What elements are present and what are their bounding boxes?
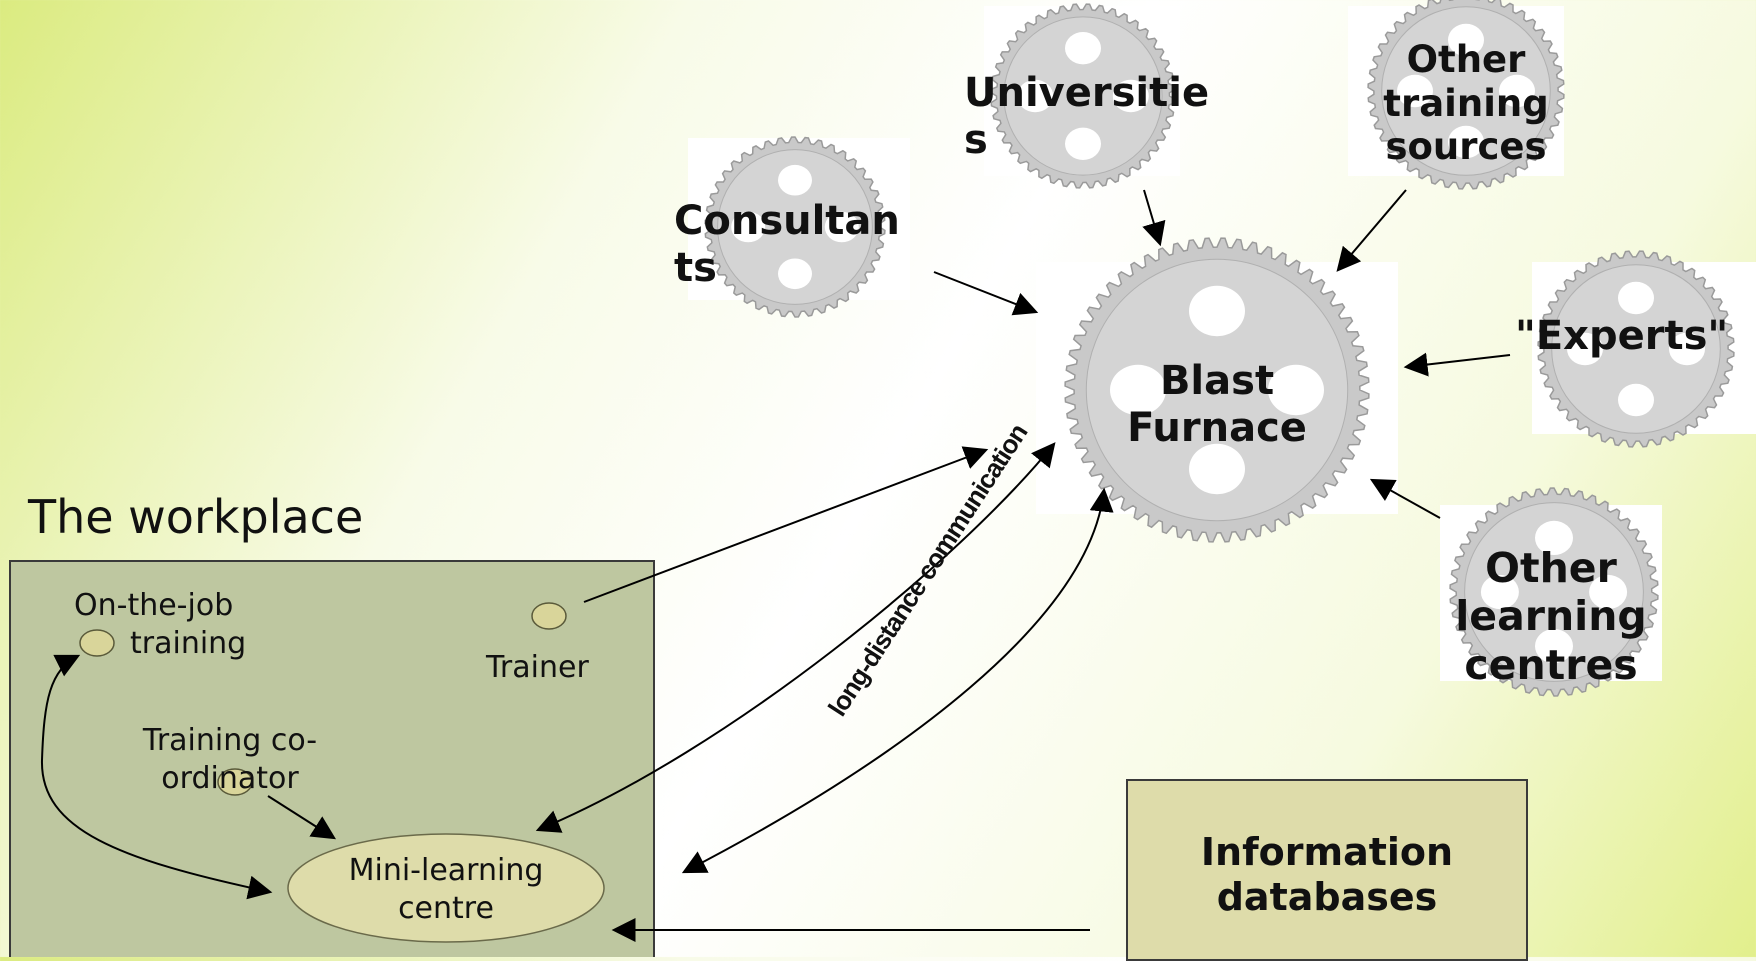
gear-hole	[1589, 574, 1628, 610]
gear-hole	[1189, 285, 1245, 337]
other-learning-centres-gear-icon	[1449, 487, 1659, 697]
gear-hole	[824, 211, 859, 243]
gear-hole	[1535, 629, 1573, 664]
universities-label: Universitie s	[964, 70, 1209, 164]
workplace-title: The workplace	[28, 490, 364, 544]
universities-line2: s	[964, 117, 988, 164]
other-training-line3: sources	[1385, 125, 1547, 169]
universities-line1: Universitie	[964, 70, 1210, 116]
consultants-line2: ts	[674, 245, 717, 292]
gear-hole	[1618, 383, 1654, 417]
on-the-job-label-line1: On-the-job	[74, 588, 234, 623]
gear-hole	[1535, 520, 1573, 555]
consultants-label: Consultan ts	[674, 198, 900, 292]
mini-centre-line1: Mini-learning	[348, 853, 544, 888]
blast-furnace-line2: Furnace	[1127, 405, 1307, 452]
gear-hole	[731, 211, 766, 243]
gear-face	[1551, 264, 1721, 434]
gear-hole	[1480, 574, 1519, 610]
gear-hole	[1112, 79, 1149, 113]
gear-hole	[1065, 32, 1101, 65]
mini-learning-centre-label: Mini-learning centre	[316, 852, 576, 927]
gear-hole	[1017, 79, 1054, 113]
other-training-sources-gear-icon	[1367, 0, 1565, 190]
coordinator-line1: Training co-	[142, 723, 318, 758]
gear-hole	[1448, 23, 1484, 57]
gear-hole	[1110, 364, 1166, 416]
trainer-label: Trainer	[486, 650, 589, 685]
other-learning-line2: learning	[1455, 592, 1647, 641]
gear-hole	[1499, 74, 1535, 108]
arrow-experts-to-furnace	[1403, 352, 1511, 377]
information-databases-line1: Information	[1200, 830, 1454, 874]
other-learning-centres-label: Other learning centres	[1440, 544, 1662, 689]
consultants-gear-icon	[704, 136, 886, 318]
coordinator-line2: ordinator	[161, 760, 299, 796]
gear-face	[1464, 502, 1644, 682]
gear-hole	[778, 164, 812, 196]
experts-label: "Experts"	[1515, 313, 1728, 360]
gear-face	[1003, 16, 1163, 176]
gear-hole	[1268, 364, 1324, 416]
blast-furnace-gear-icon	[1064, 237, 1370, 543]
blast-furnace-label: Blast Furnace	[1104, 358, 1330, 452]
gear-face	[1085, 258, 1349, 522]
experts-gear-icon	[1537, 250, 1735, 448]
experts-line1: "Experts"	[1515, 313, 1729, 359]
gear-hole	[1189, 443, 1245, 495]
trainer-node	[531, 602, 567, 630]
information-databases-line2: databases	[1216, 874, 1438, 919]
gear-face	[717, 149, 873, 305]
arrow-other-learning-to-furnace	[1369, 478, 1441, 519]
gear-hole	[1618, 281, 1654, 315]
gear-hole	[1448, 125, 1484, 159]
on-the-job-node	[79, 629, 115, 657]
arrow-coordinator-to-centre	[267, 795, 337, 840]
gear-hole	[1669, 332, 1705, 366]
mini-learning-centre-node	[287, 833, 605, 943]
gear-face	[1381, 6, 1551, 176]
information-databases-label: Information databases	[1126, 830, 1528, 920]
gear-hole	[778, 258, 812, 290]
gear-hole	[1065, 127, 1101, 160]
gear-hole	[1567, 332, 1603, 366]
other-training-sources-label: Other training sources	[1364, 38, 1568, 169]
arrow-long-distance-link	[681, 487, 1114, 874]
arrow-other-training-to-furnace	[1336, 189, 1407, 272]
on-the-job-label-line2: training	[130, 626, 247, 661]
mini-centre-line2: centre	[398, 890, 494, 926]
blast-furnace-line1: Blast	[1159, 358, 1275, 404]
coordinator-label: Training co- ordinator	[140, 722, 320, 797]
arrow-consultants-to-furnace	[933, 271, 1039, 316]
arrow-centre-on-the-job	[40, 654, 273, 900]
information-databases-box	[1126, 779, 1528, 961]
gear-hole	[1397, 74, 1433, 108]
other-learning-line3: centres	[1464, 640, 1638, 689]
other-training-line2: training	[1383, 81, 1549, 125]
universities-gear-icon	[990, 3, 1176, 189]
arrow-universities-to-furnace	[1142, 189, 1166, 247]
other-learning-line1: Other	[1485, 544, 1617, 592]
other-training-line1: Other	[1406, 38, 1526, 81]
consultants-line1: Consultan	[674, 198, 900, 244]
